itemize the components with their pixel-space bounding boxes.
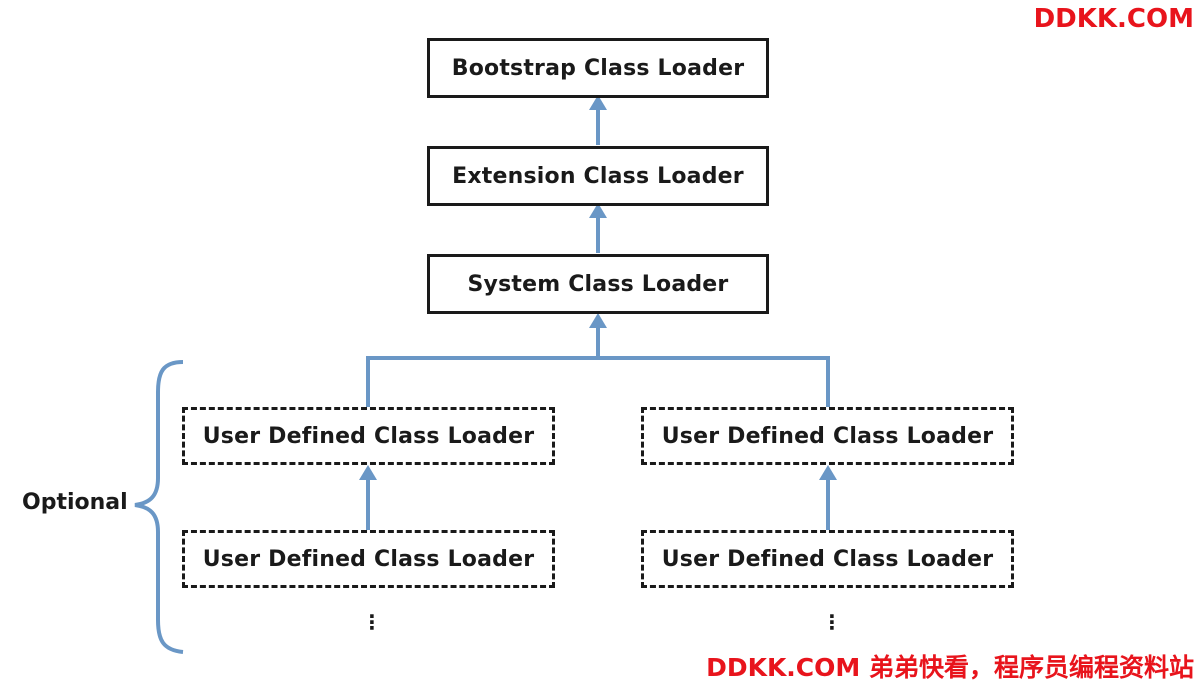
optional-label: Optional [22,490,128,515]
bootstrap-class-loader-label: Bootstrap Class Loader [451,55,745,81]
user-defined-class-loader-left-1: User Defined Class Loader [182,407,555,465]
ellipsis-right: ⋮ [822,610,842,634]
optional-brace [134,360,184,654]
arrow-user-left-2-to-user-left-1 [359,465,377,530]
user-defined-class-loader-label: User Defined Class Loader [661,423,994,449]
user-defined-class-loader-right-2: User Defined Class Loader [641,530,1014,588]
user-defined-class-loader-left-2: User Defined Class Loader [182,530,555,588]
system-class-loader-label: System Class Loader [467,271,729,297]
extension-class-loader-box: Extension Class Loader [427,146,769,206]
user-defined-class-loader-label: User Defined Class Loader [202,423,535,449]
arrow-users-to-system [366,313,830,408]
ellipsis-left: ⋮ [362,610,382,634]
extension-class-loader-label: Extension Class Loader [452,163,744,189]
watermark-top: DDKK.COM [1033,4,1194,34]
watermark-bottom: DDKK.COM 弟弟快看，程序员编程资料站 [706,653,1194,682]
user-defined-class-loader-label: User Defined Class Loader [202,546,535,572]
arrow-system-to-extension [589,203,607,253]
arrow-extension-to-bootstrap [589,95,607,145]
user-defined-class-loader-right-1: User Defined Class Loader [641,407,1014,465]
bootstrap-class-loader-box: Bootstrap Class Loader [427,38,769,98]
user-defined-class-loader-label: User Defined Class Loader [661,546,994,572]
system-class-loader-box: System Class Loader [427,254,769,314]
arrow-user-right-2-to-user-right-1 [819,465,837,530]
